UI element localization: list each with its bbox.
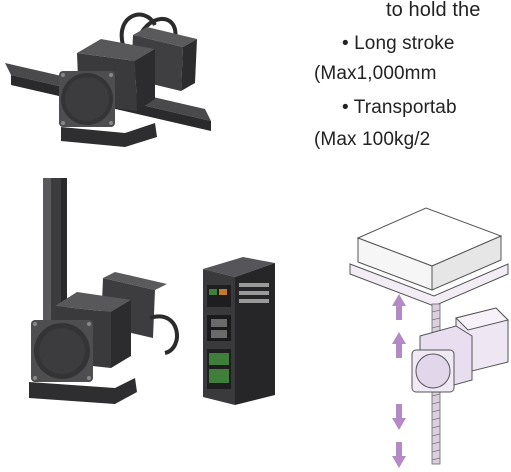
text-line-5: (Max 100kg/2	[314, 129, 431, 150]
text-line-1: to hold the	[386, 0, 481, 21]
driver-unit-photo	[203, 257, 275, 405]
feature-bullet-transportable: • Transportab	[342, 97, 457, 118]
text-line-3: (Max1,000mm	[314, 63, 437, 84]
feature-bullet-long-stroke: • Long stroke	[342, 33, 455, 54]
vertical-lift-illustration	[349, 207, 509, 468]
vertical-actuator-photo	[29, 178, 179, 404]
horizontal-rail-actuator-photo	[5, 12, 211, 147]
